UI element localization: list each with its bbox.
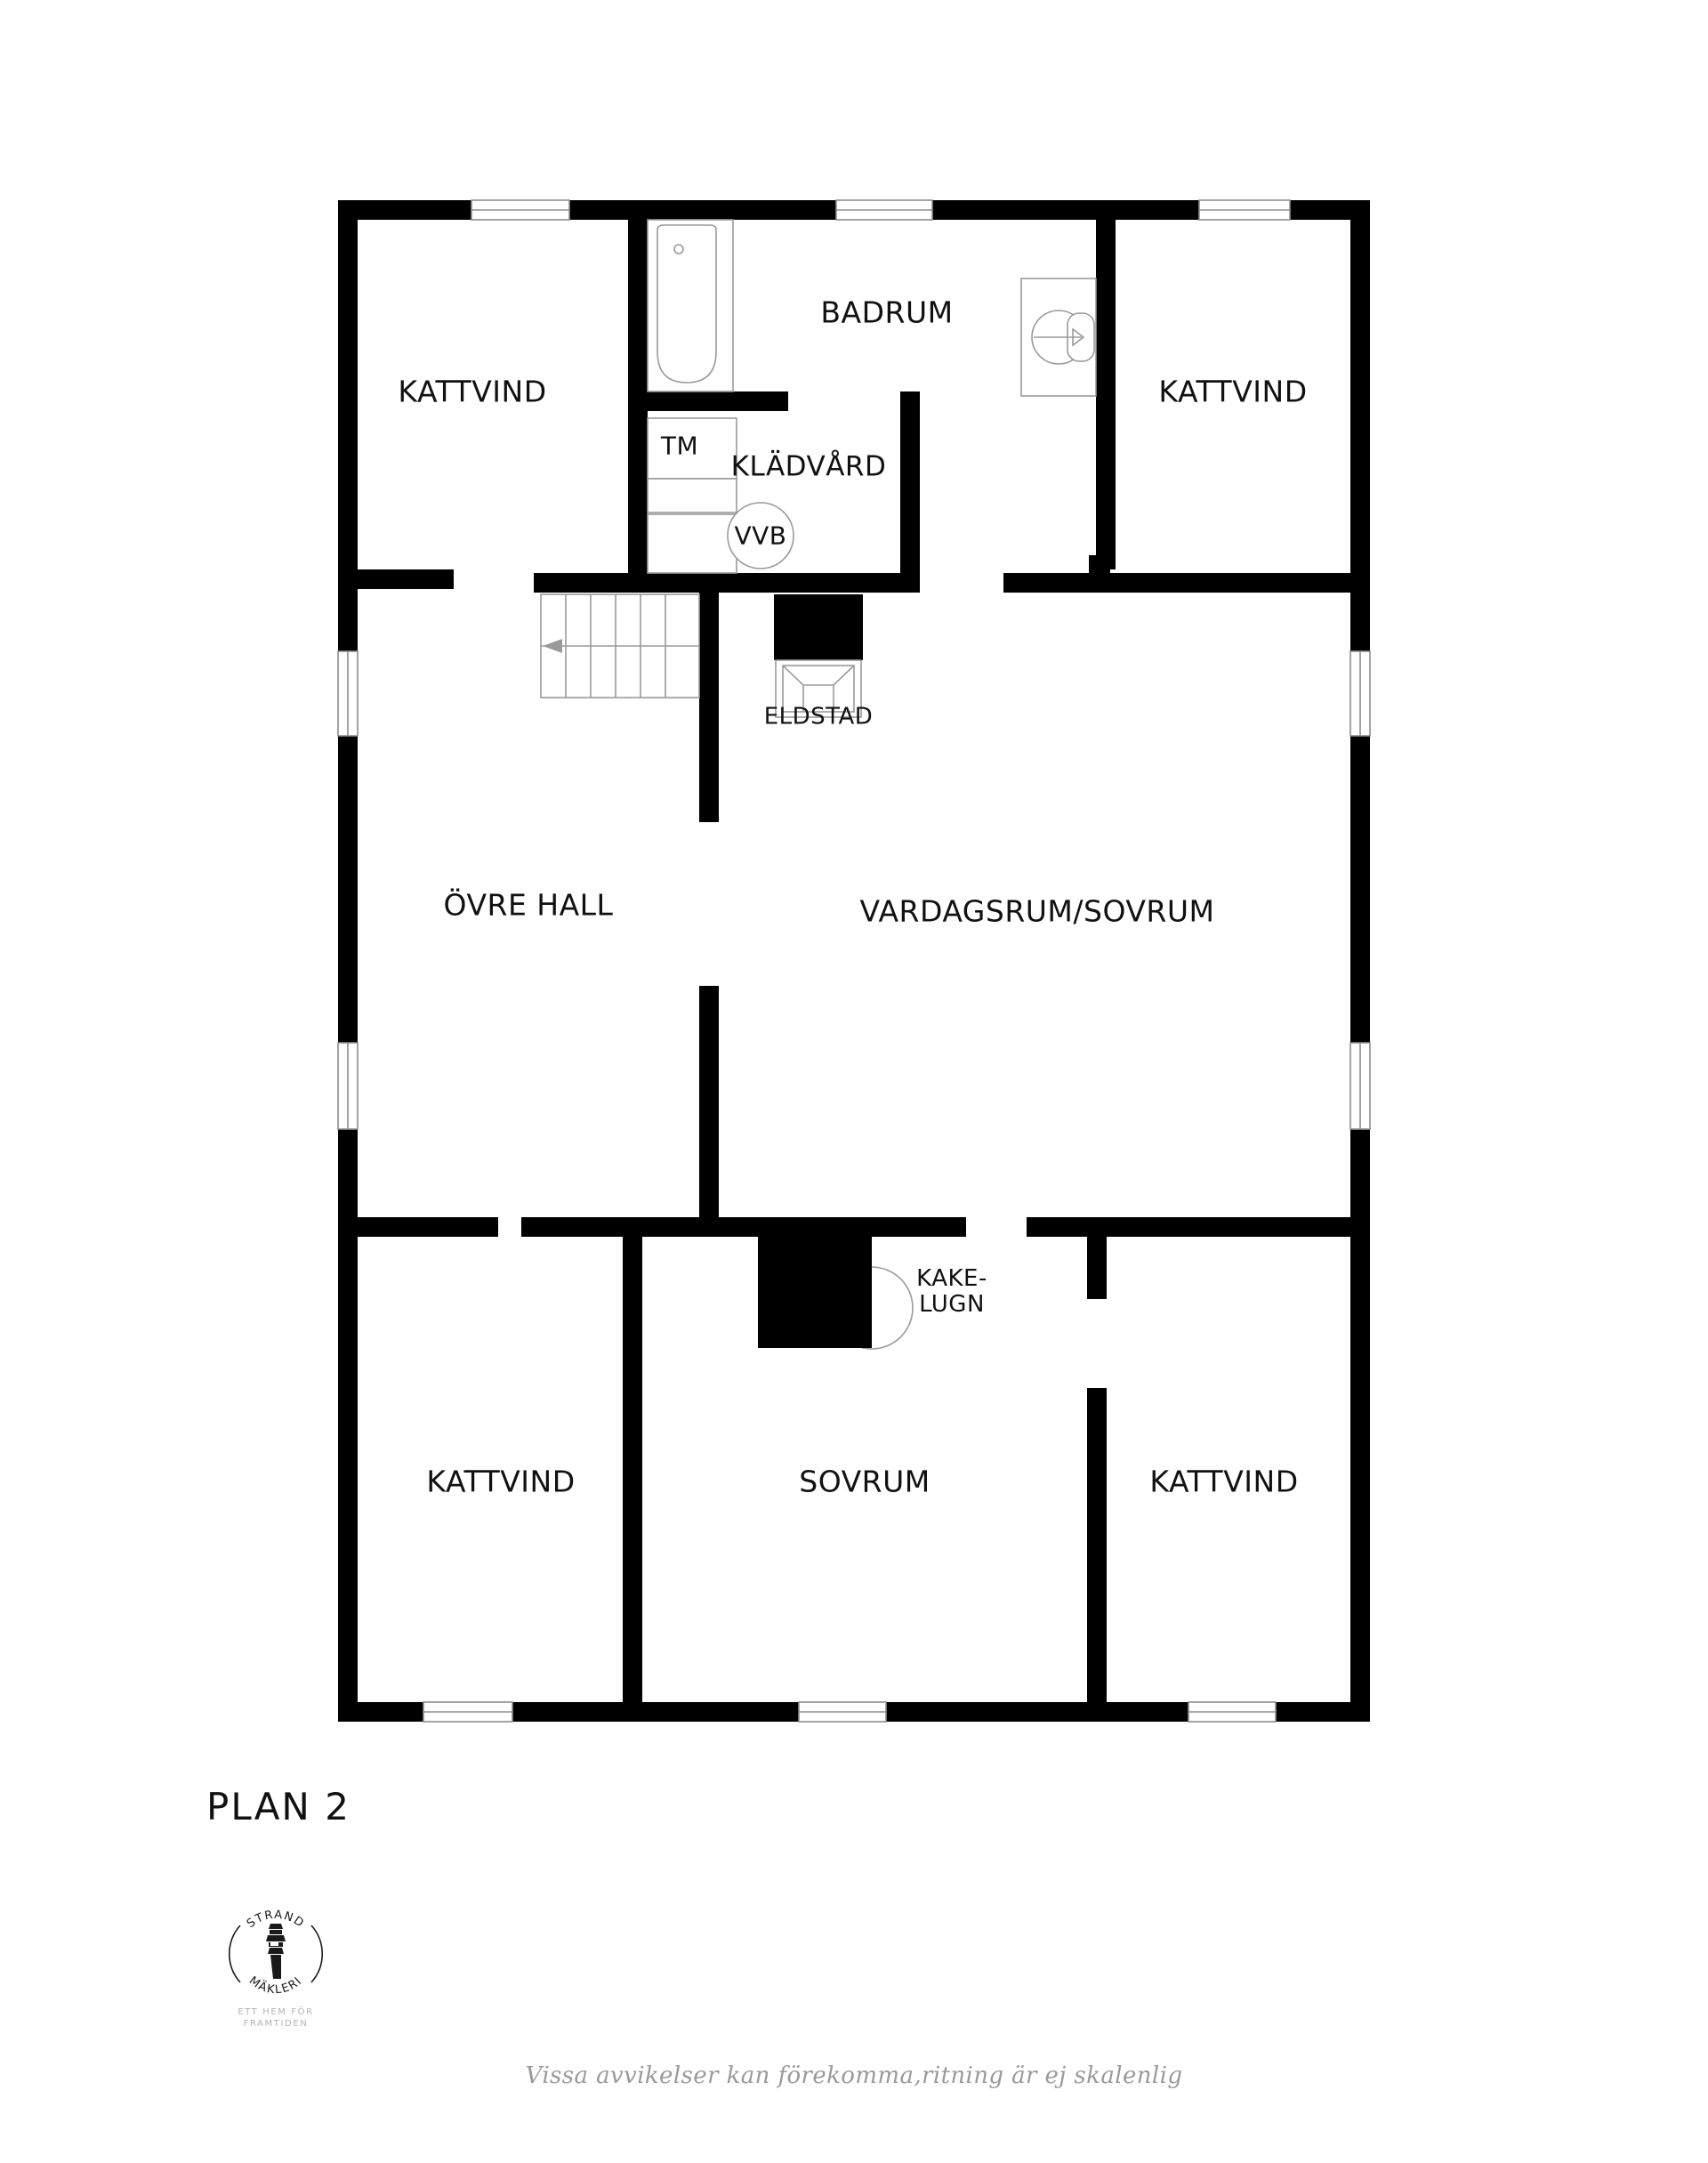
disclaimer-text: Vissa avvikelser kan förekomma,ritning ä… bbox=[525, 2062, 1183, 2089]
room-label-badrum: BADRUM bbox=[820, 295, 954, 330]
room-label-kladvard: KLÄDVÅRD bbox=[730, 450, 887, 483]
room-label-vardagsrum-sovrum: VARDAGSRUM/SOVRUM bbox=[859, 893, 1215, 929]
room-label-kattvind-top-right: KATTVIND bbox=[1158, 374, 1308, 409]
room-label-kattvind-top-left: KATTVIND bbox=[398, 374, 547, 409]
brand-tagline-line1: ETT HEM FÖR bbox=[238, 2007, 314, 2017]
page-title: PLAN 2 bbox=[206, 1785, 350, 1828]
brand-logo: STRAND MÄKLERI ETT HEM FÖR FRAMTIDEN bbox=[219, 1901, 333, 2043]
window-top-2 bbox=[835, 199, 933, 221]
fixture-label-kakelugn: KAKE- LUGN bbox=[916, 1264, 987, 1318]
window-top-1 bbox=[471, 199, 570, 221]
fixture-label-vvb: VVB bbox=[734, 521, 787, 551]
fixture-label-eldstad: ELDSTAD bbox=[763, 703, 874, 730]
toilet-icon bbox=[1020, 278, 1097, 397]
window-bottom-3 bbox=[1188, 1701, 1277, 1723]
window-left-2 bbox=[337, 1042, 359, 1130]
bathtub-icon bbox=[647, 219, 734, 392]
water-heater-icon bbox=[727, 502, 794, 569]
room-label-kattvind-bottom-left: KATTVIND bbox=[426, 1464, 576, 1499]
washing-machine-icon bbox=[647, 417, 737, 574]
room-label-kattvind-bottom-right: KATTVIND bbox=[1149, 1464, 1299, 1499]
window-bottom-1 bbox=[423, 1701, 513, 1723]
window-right-2 bbox=[1349, 1042, 1371, 1130]
brand-tagline-line2: FRAMTIDEN bbox=[243, 2018, 309, 2029]
room-label-ovre-hall: ÖVRE HALL bbox=[443, 887, 614, 923]
window-left-1 bbox=[337, 650, 359, 737]
fireplace-icon bbox=[774, 594, 863, 718]
room-label-sovrum: SOVRUM bbox=[799, 1464, 931, 1499]
tile-stove-icon bbox=[758, 1232, 914, 1350]
window-top-3 bbox=[1198, 199, 1291, 221]
window-symbols bbox=[337, 199, 1371, 1723]
window-bottom-2 bbox=[798, 1701, 887, 1723]
brand-tagline: ETT HEM FÖR FRAMTIDEN bbox=[219, 2007, 333, 2030]
exterior-walls bbox=[338, 200, 1370, 1722]
interior-walls bbox=[347, 214, 1370, 1715]
fixture-label-tm: TM bbox=[660, 431, 699, 461]
lighthouse-icon: STRAND MÄKLERI bbox=[229, 1909, 323, 1997]
staircase-icon bbox=[540, 593, 700, 698]
window-right-1 bbox=[1349, 650, 1371, 737]
